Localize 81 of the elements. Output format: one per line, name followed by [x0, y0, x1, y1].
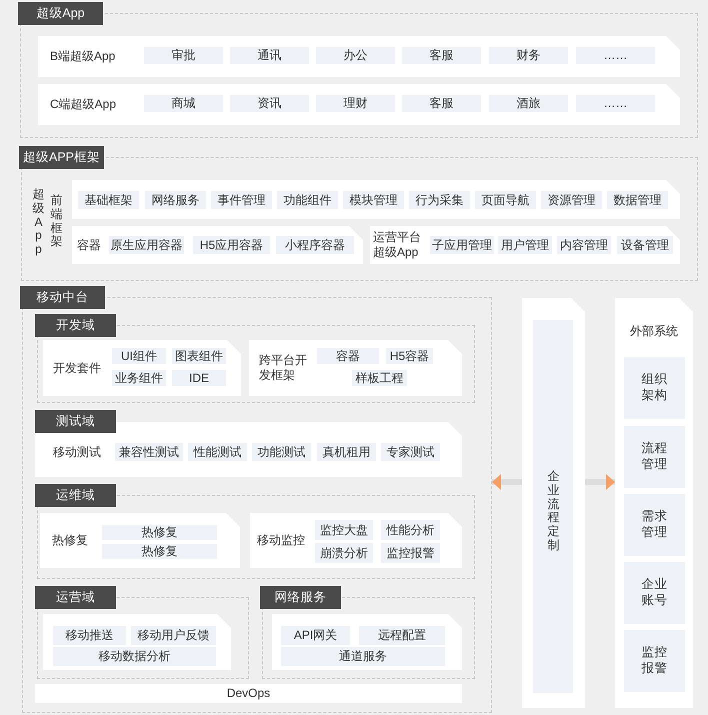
panel-title: 外部系统 — [629, 322, 679, 340]
feature-chip: 模块管理 — [343, 191, 404, 209]
feature-chip: 数据管理 — [607, 191, 668, 209]
feature-chip: 事件管理 — [211, 191, 272, 209]
feature-chip: API网关 — [281, 626, 350, 645]
feature-chip: 企业账号 — [624, 562, 685, 624]
feature-chip: 样板工程 — [352, 370, 407, 386]
panel-title: C端超级App — [50, 96, 116, 113]
feature-chip: 审批 — [144, 47, 223, 64]
feature-chip: 业务组件 — [112, 370, 166, 386]
feature-chip: 小程序容器 — [276, 236, 354, 254]
feature-chip: 图表组件 — [172, 348, 226, 364]
feature-chip: 页面导航 — [475, 191, 536, 209]
feature-chip: …… — [576, 47, 655, 64]
section-tag: 超级App — [18, 2, 103, 25]
feature-chip: 需求管理 — [624, 494, 685, 556]
feature-chip: 商城 — [144, 95, 223, 112]
feature-chip: H5容器 — [386, 348, 433, 364]
section-tag: 网络服务 — [260, 586, 341, 609]
vertical-label: 超级App — [32, 188, 45, 257]
section-tag: 移动中台 — [20, 286, 105, 309]
feature-chip: 基础框架 — [78, 191, 139, 209]
feature-chip: 原生应用容器 — [109, 236, 184, 254]
feature-chip: 崩溃分析 — [315, 543, 373, 563]
section-tag: 超级APP框架 — [19, 146, 104, 169]
feature-chip: 网络服务 — [145, 191, 206, 209]
panel-title: 移动测试 — [53, 444, 101, 460]
feature-chip: 热修复 — [102, 544, 217, 559]
platform-bar: DevOps — [35, 684, 462, 703]
feature-chip: 资源管理 — [541, 191, 602, 209]
panel-title: 跨平台开发框架 — [259, 352, 308, 384]
feature-chip: 组织架构 — [624, 357, 685, 419]
panel-title: B端超级App — [50, 48, 116, 65]
feature-chip: 兼容性测试 — [115, 443, 183, 461]
panel-title: 运营平台超级App — [373, 229, 422, 261]
feature-chip: 性能测试 — [188, 443, 247, 461]
feature-chip: 专家测试 — [381, 443, 440, 461]
panel-title: 开发套件 — [53, 360, 101, 376]
section-tag: 测试域 — [35, 410, 116, 433]
vertical-label: 企业流程定制 — [547, 470, 560, 553]
feature-chip: 资讯 — [230, 95, 309, 112]
panel-title: 移动监控 — [257, 532, 305, 549]
arrow — [585, 474, 615, 490]
feature-chip: 监控报警 — [381, 543, 440, 563]
feature-chip: 办公 — [316, 47, 395, 64]
feature-chip: 功能组件 — [277, 191, 338, 209]
feature-chip: 客服 — [402, 47, 481, 64]
feature-chip: 监控报警 — [624, 630, 685, 692]
panel-title: 热修复 — [52, 532, 88, 549]
vertical-label: 前端框架 — [50, 194, 63, 250]
feature-chip: 酒旅 — [489, 95, 568, 112]
feature-chip: 热修复 — [102, 525, 217, 540]
feature-chip: 监控大盘 — [315, 520, 373, 540]
feature-chip: …… — [576, 95, 655, 112]
feature-chip: UI组件 — [112, 348, 166, 364]
feature-chip: 功能测试 — [252, 443, 311, 461]
section-tag: 开发域 — [35, 314, 116, 337]
arrow — [492, 474, 522, 490]
section-tag: 运营域 — [35, 586, 116, 609]
section-tag: 运维域 — [35, 484, 116, 507]
panel-title: 容器 — [77, 236, 101, 254]
feature-chip: IDE — [172, 370, 226, 386]
feature-chip: 财务 — [489, 47, 568, 64]
feature-chip: 内容管理 — [557, 236, 611, 254]
feature-chip: 通道服务 — [281, 647, 445, 666]
feature-chip: H5应用容器 — [193, 236, 270, 254]
feature-chip: 理财 — [316, 95, 395, 112]
feature-chip: 性能分析 — [381, 520, 440, 540]
feature-chip: 客服 — [402, 95, 481, 112]
feature-chip: 容器 — [317, 348, 379, 364]
feature-chip: 通讯 — [230, 47, 309, 64]
feature-chip: 行为采集 — [409, 191, 470, 209]
feature-chip: 移动推送 — [53, 626, 126, 645]
feature-chip: 移动数据分析 — [53, 647, 216, 666]
feature-chip: 子应用管理 — [430, 236, 494, 254]
feature-chip: 真机租用 — [317, 443, 376, 461]
feature-chip: 远程配置 — [359, 626, 445, 645]
feature-chip: 设备管理 — [617, 236, 673, 254]
feature-chip: 流程管理 — [624, 426, 685, 488]
feature-chip: 移动用户反馈 — [131, 626, 216, 645]
feature-chip: 用户管理 — [498, 236, 552, 254]
